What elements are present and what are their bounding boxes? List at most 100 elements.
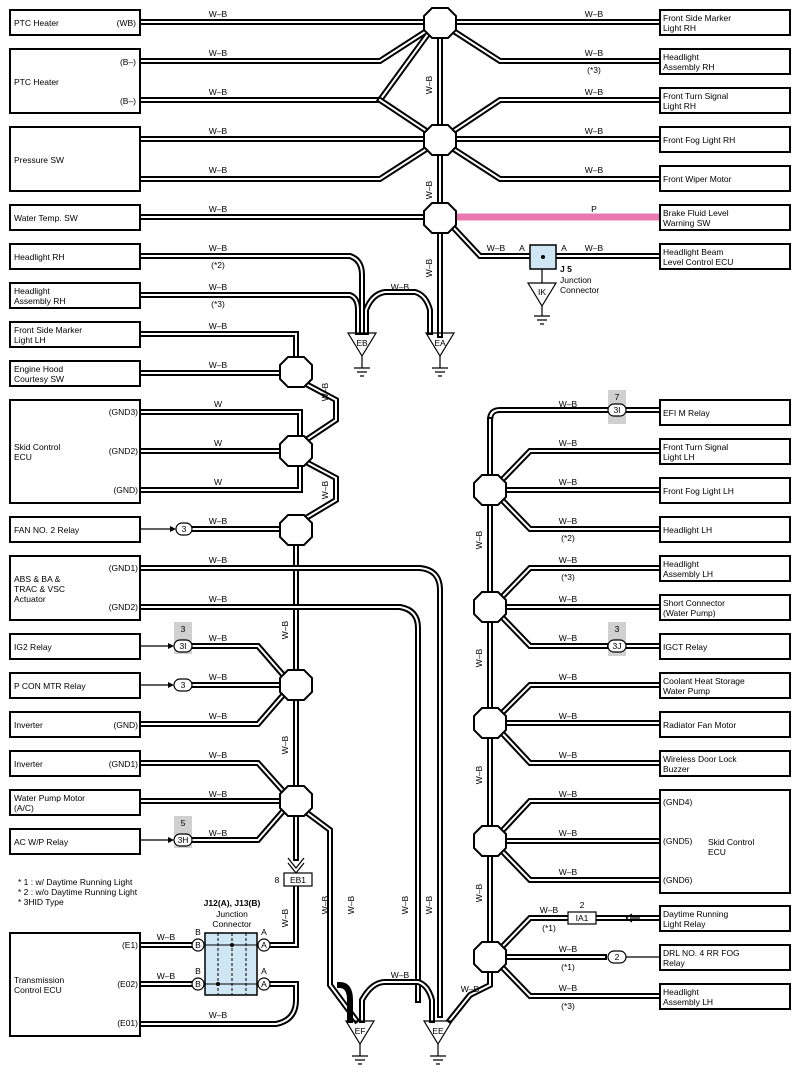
wire-label: W–B: [559, 477, 578, 487]
wire-label: W–B: [585, 165, 604, 175]
diagram-text: Light RH: [663, 101, 696, 111]
diagram-text: Connector: [560, 285, 599, 295]
wire-label: W–B: [400, 895, 410, 914]
diagram-text: EA: [434, 338, 446, 348]
diagram-text: Radiator Fan Motor: [663, 720, 736, 730]
wire-label: W–B: [320, 895, 330, 914]
diagram-text: Inverter: [14, 720, 43, 730]
wire-label: W–B: [209, 282, 228, 292]
component-front-fog-light-lh: Front Fog Light LH: [659, 477, 791, 504]
diagram-text: IK: [538, 287, 546, 297]
diagram-text: TRAC & VSC: [14, 584, 65, 594]
component-ptc-heater-1: PTC Heater (WB): [9, 9, 141, 36]
diagram-text: Headlight Beam: [663, 247, 723, 257]
component-front-wiper-motor: Front Wiper Motor: [659, 165, 791, 192]
wire-label: W–B: [209, 828, 228, 838]
component-headlight-assembly-lh: Headlight Assembly LH (*3): [561, 555, 791, 582]
wire-label: W–B: [559, 672, 578, 682]
component-ptc-heater-2: PTC Heater (B–) (B–): [9, 48, 141, 114]
diagram-text: Engine Hood: [14, 364, 63, 374]
ground-ef: EF: [344, 1020, 376, 1065]
wire-label: W–B: [487, 243, 506, 253]
component-p-con-mtr-relay: P CON MTR Relay 3: [9, 672, 193, 699]
ground-ik: IK: [526, 282, 558, 325]
wire-label: W–B: [585, 48, 604, 58]
wire-label: W–B: [474, 648, 484, 667]
wire-label: W–B: [209, 204, 228, 214]
wire-label: W–B: [209, 516, 228, 526]
component-transmission-ecu: Transmission Control ECU (E1) (E02) (E01…: [9, 932, 141, 1037]
wire-label: W–B: [559, 555, 578, 565]
diagram-text: Junction: [560, 275, 592, 285]
diagram-text: 3: [181, 680, 186, 690]
diagram-text: Light RH: [663, 23, 696, 33]
wires: [137, 19, 663, 1027]
component-inverter-1: Inverter (GND): [9, 711, 141, 738]
diagram-text: (GND2): [109, 446, 138, 456]
diagram-text: A: [261, 940, 267, 950]
component-front-fog-light-rh: Front Fog Light RH: [659, 126, 791, 153]
wire-label: W–B: [559, 750, 578, 760]
diagram-text: (*2): [211, 260, 225, 270]
diagram-text: ABS & BA &: [14, 574, 61, 584]
diagram-text: (*1): [561, 962, 575, 972]
wire-label: W–B: [209, 360, 228, 370]
diagram-text: Headlight LH: [663, 525, 712, 535]
wire-label: W–B: [559, 711, 578, 721]
diagram-text: Courtesy SW: [14, 374, 64, 384]
wire-label: W: [214, 438, 222, 448]
component-efi-m-relay: EFI M Relay 7 3I: [607, 390, 791, 426]
diagram-text: B: [195, 940, 201, 950]
diagram-text: EFI M Relay: [663, 408, 711, 418]
component-water-temp-sw: Water Temp. SW: [9, 204, 141, 231]
ground-eb: EB: [346, 332, 378, 377]
diagram-text: (GND5): [663, 836, 692, 846]
component-front-turn-signal-lh: Front Turn Signal Light LH: [659, 438, 791, 465]
diagram-text: (*3): [561, 572, 575, 582]
diagram-text: Level Control ECU: [663, 257, 733, 267]
component-headlight-assembly-rh-right: Headlight Assembly RH (*3): [587, 48, 791, 75]
diagram-text: Assembly RH: [663, 62, 714, 72]
wire-label: W–B: [474, 765, 484, 784]
diagram-text: Wireless Door Lock: [663, 754, 737, 764]
diagram-text: A: [261, 927, 267, 937]
diagram-text: Relay: [663, 958, 685, 968]
diagram-text: * 2 : w/o Daytime Running Light: [18, 887, 138, 897]
diagram-text: Light Relay: [663, 919, 706, 929]
diagram-text: 3: [181, 624, 186, 634]
diagram-text: Headlight: [663, 559, 700, 569]
diagram-text: Inverter: [14, 759, 43, 769]
wire-label: W–B: [424, 75, 434, 94]
ground-ea: EA: [424, 332, 456, 377]
wire-label: W–B: [559, 633, 578, 643]
diagram-text: Warning SW: [663, 218, 710, 228]
wire-label: W–B: [540, 905, 559, 915]
diagram-text: Water Pump: [663, 686, 710, 696]
diagram-text: Water Pump Motor: [14, 793, 85, 803]
wire-label: W–B: [320, 382, 330, 401]
diagram-text: (GND6): [663, 875, 692, 885]
wire-label: W–B: [474, 883, 484, 902]
wire-label: W–B: [474, 530, 484, 549]
diagram-text: Skid Control: [708, 837, 754, 847]
diagram-text: 2: [580, 900, 585, 910]
diagram-text: (*3): [211, 299, 225, 309]
diagram-text: 8: [275, 875, 280, 885]
wire-label: W–B: [209, 87, 228, 97]
junction-connector-j12-j13: J12(A), J13(B) Junction Connector B B A …: [191, 898, 271, 996]
diagram-text: Front Side Marker: [663, 13, 731, 23]
diagram-text: (*3): [561, 1001, 575, 1011]
diagram-text: FAN NO. 2 Relay: [14, 525, 80, 535]
diagram-text: J 5: [560, 264, 572, 274]
diagram-text: A: [561, 243, 567, 253]
component-pressure-sw: Pressure SW: [9, 126, 141, 192]
component-ac-wp-relay: AC W/P Relay 5 3H: [9, 816, 193, 855]
diagram-text: (GND1): [109, 759, 138, 769]
ground-ee: EE: [422, 1020, 454, 1065]
wire-label: W–B: [461, 984, 480, 994]
wire-label: W–B: [209, 672, 228, 682]
diagram-text: EF: [355, 1026, 366, 1036]
wire-label: W–B: [280, 735, 290, 754]
diagram-text: Skid Control: [14, 442, 60, 452]
